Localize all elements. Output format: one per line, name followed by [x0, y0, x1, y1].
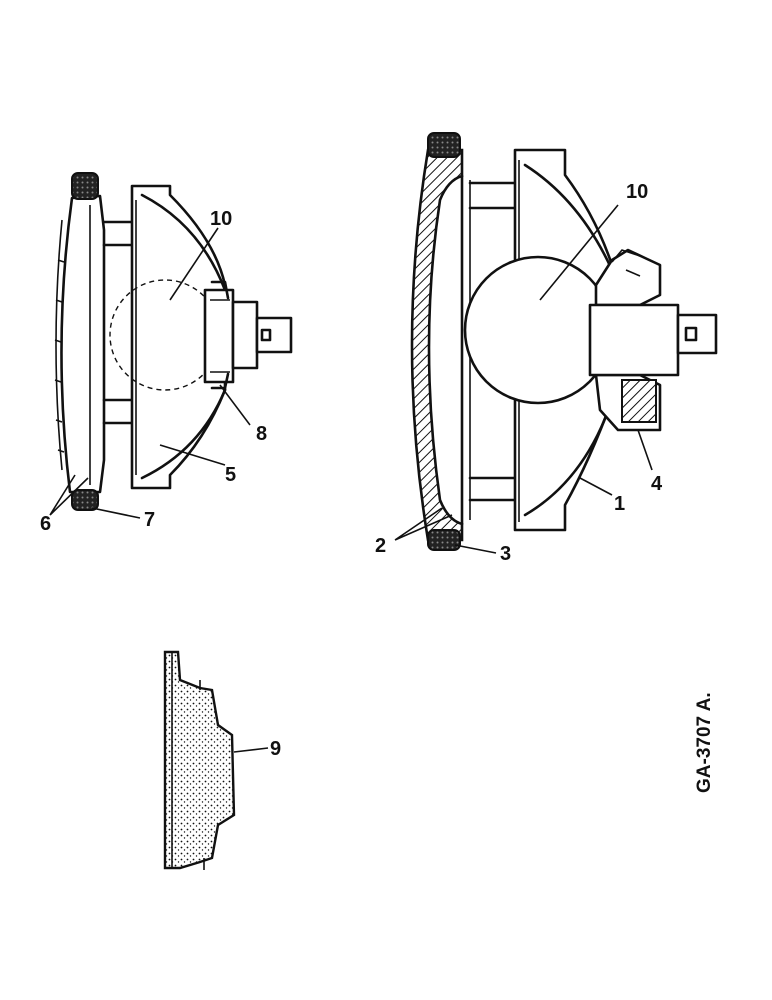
left-bulb-socket: [203, 280, 293, 390]
left-reflector: [130, 184, 227, 490]
right-bulb-socket: [588, 248, 718, 432]
callout-labels: 10 8 5 6 7 10 1 4 2 3 9 GA-3707 A.: [40, 181, 715, 793]
label-left-6: 6: [40, 513, 51, 535]
left-leader-lines: [49, 227, 251, 519]
label-right-10: 10: [626, 181, 648, 203]
label-right-2: 2: [375, 535, 386, 557]
left-seal-knob-top: [71, 172, 99, 200]
right-seal-knob-bottom: [427, 529, 461, 551]
label-right-1: 1: [614, 493, 625, 515]
right-headlamp-assembly: [410, 132, 718, 551]
figure-code: GA-3707 A.: [694, 692, 715, 793]
label-left-5: 5: [225, 464, 236, 486]
gasket-part: [163, 650, 236, 870]
label-left-8: 8: [256, 423, 267, 445]
label-right-4: 4: [651, 473, 663, 495]
right-lens-frame: [410, 148, 471, 542]
right-leader-lines: [394, 204, 653, 554]
left-retaining-ring: [54, 194, 106, 494]
left-seal-knob-bottom: [71, 489, 99, 511]
gasket-leader: [233, 747, 269, 753]
label-left-10: 10: [210, 208, 232, 230]
label-gasket-9: 9: [270, 738, 281, 760]
right-seal-knob-top: [427, 132, 461, 158]
label-right-3: 3: [500, 543, 511, 565]
label-left-7: 7: [144, 509, 155, 531]
left-headlamp-assembly: [54, 172, 293, 511]
